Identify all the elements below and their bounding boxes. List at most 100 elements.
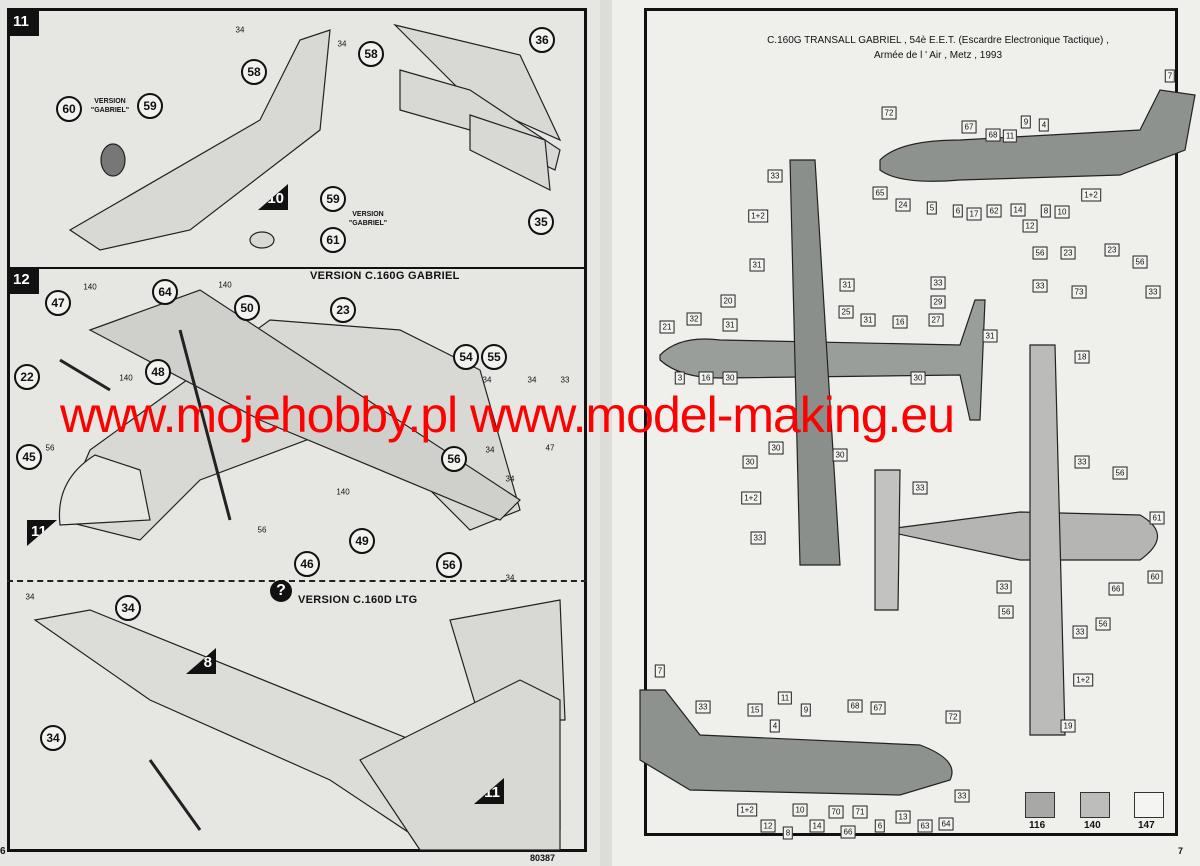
wing-part-36 [393,23,562,142]
gabriel-wing [88,289,521,521]
decal-number-label: 68 [985,128,1001,142]
decal-number-label: 31 [722,318,738,332]
part-callout: 35 [528,209,554,235]
decal-number-label: 71 [852,805,868,819]
decal-number-label: 56 [1032,246,1048,260]
part-callout: 34 [40,725,66,751]
ltg-fuselage [359,679,561,851]
part-number: 140 [218,280,232,290]
decal-number-label: 56 [1095,617,1111,631]
part-number: 34 [337,39,347,49]
decal-number-label: 29 [930,295,946,309]
side-view-top [879,89,1196,182]
decal-number-label: 3 [674,371,686,385]
part-callout: 61 [320,227,346,253]
decal-number-label: 23 [1060,246,1076,260]
decal-number-label: 1+2 [737,803,757,817]
decal-number-label: 60 [1147,570,1163,584]
bottom-view-wing [1029,344,1066,736]
decal-number-label: 33 [1145,285,1161,299]
decal-number-label: 56 [1112,466,1128,480]
decal-number-label: 33 [954,789,970,803]
part-callout: 64 [152,279,178,305]
decal-number-label: 33 [767,169,783,183]
color-swatch-116 [1025,792,1055,818]
decal-number-label: 33 [996,580,1012,594]
part-callout: 58 [358,41,384,67]
decal-number-label: 33 [695,700,711,714]
color-code-label: 116 [1029,820,1046,831]
step-divider [7,267,587,269]
decal-number-label: 18 [1074,350,1090,364]
decal-number-label: 56 [1132,255,1148,269]
decal-number-label: 27 [928,313,944,327]
decal-number-label: 24 [895,198,911,212]
decal-number-label: 6 [952,204,964,218]
version-gabriel-label: VERSION "GABRIEL" [348,211,388,227]
decal-number-label: 5 [926,201,938,215]
part-callout: 48 [145,359,171,385]
gabriel-nose [58,454,151,526]
decal-number-label: 33 [1072,625,1088,639]
decal-number-label: 30 [742,455,758,469]
propeller-blade [178,329,232,521]
part-number: 34 [505,474,515,484]
part-callout: 50 [234,295,260,321]
decal-number-label: 11 [777,691,793,705]
part-number: 140 [119,373,133,383]
decal-number-label: 8 [782,826,794,840]
propeller-blade [59,358,111,392]
decal-number-label: 63 [917,819,933,833]
part-number: 34 [25,592,35,602]
decal-number-label: 17 [966,207,982,221]
decal-number-label: 72 [881,106,897,120]
part-number: 56 [257,525,267,535]
part-number: 140 [336,487,350,497]
version-gabriel-label: VERSION "GABRIEL" [90,98,130,114]
decal-number-label: 31 [839,278,855,292]
decal-number-label: 10 [1054,205,1070,219]
scheme-title-line2: Armée de l ' Air , Metz , 1993 [873,50,1003,61]
part-callout: 34 [115,595,141,621]
part-number: 34 [485,445,495,455]
decal-number-label: 65 [872,186,888,200]
decal-number-label: 11 [1002,129,1018,143]
part-number: 34 [527,375,537,385]
decal-number-label: 31 [860,313,876,327]
part-callout: 54 [453,344,479,370]
page-number-left: 6 [0,846,6,857]
part-callout: 22 [14,364,40,390]
decal-number-label: 16 [892,315,908,329]
part-callout: 60 [56,96,82,122]
part-callout: 58 [241,59,267,85]
wing-part-inner [469,114,551,192]
decal-number-label: 32 [686,312,702,326]
decal-number-label: 72 [945,710,961,724]
scheme-title-line1: C.160G TRANSALL GABRIEL , 54è E.E.T. (Es… [767,35,1109,46]
decal-number-label: 33 [930,276,946,290]
decal-number-label: 23 [1104,243,1120,257]
decal-number-label: 1+2 [1073,673,1093,687]
decal-number-label: 12 [760,819,776,833]
part-callout: 36 [529,27,555,53]
decal-number-label: 7 [1164,69,1176,83]
kit-number: 80387 [530,853,556,863]
part-callout: 47 [45,290,71,316]
part-callout: 49 [349,528,375,554]
header-version-ltg: VERSION C.160D LTG [298,594,418,606]
decal-number-label: 68 [847,699,863,713]
decal-number-label: 31 [749,258,765,272]
version-divider [7,580,587,582]
part-callout: 56 [441,446,467,472]
page-number-right: 7 [1178,846,1184,856]
decal-number-label: 33 [1032,279,1048,293]
decal-number-label: 16 [698,371,714,385]
decal-number-label: 61 [1149,511,1165,525]
decal-number-label: 64 [938,817,954,831]
step-number-badge: 12 [9,268,39,294]
decal-number-label: 66 [840,825,856,839]
decal-number-label: 9 [1020,115,1032,129]
top-view-wing [789,159,841,566]
decal-number-label: 9 [800,703,812,717]
bottom-view-tail [874,469,901,611]
